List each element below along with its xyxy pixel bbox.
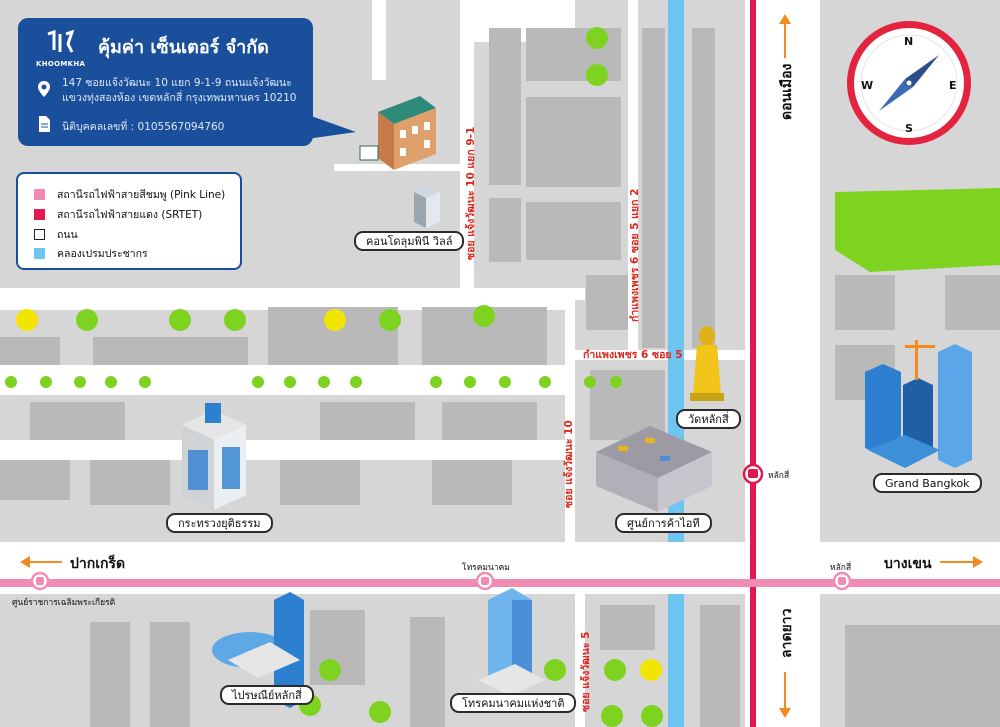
legend-label: สถานีรถไฟฟ้าสายสีชมพู (Pink Line): [57, 188, 226, 201]
pink-laksi-station-icon: [832, 571, 852, 591]
address-line-1: 147 ซอยแจ้งวัฒนะ 10 แยก 9-1-9 ถนนแจ้งวัฒ…: [62, 77, 292, 89]
landmark-label-temple: วัดหลักสี่: [676, 409, 741, 429]
legend-swatch-canal: [34, 247, 45, 259]
landmark-label-ministry: กระทรวงยุติธรรม: [166, 513, 273, 533]
legend-item-pink-line: สถานีรถไฟฟ้าสายสีชมพู (Pink Line): [34, 187, 225, 201]
station-label-srt-laksi: หลักสี่: [768, 471, 790, 481]
compass-e: E: [949, 79, 957, 92]
city-blocks: [0, 28, 1000, 727]
location-pin-icon: [38, 81, 50, 97]
document-icon: [39, 116, 50, 132]
legend-swatch-red: [34, 208, 45, 220]
card-pointer: [300, 112, 356, 140]
direction-arrows: [20, 14, 983, 718]
pink-govt-station-icon: [30, 571, 50, 591]
company-name: คุ้มค่า เซ็นเตอร์ จำกัด: [98, 37, 269, 58]
legend-item-canal: คลองเปรมประชากร: [34, 246, 148, 260]
srt-laksi-station-icon: [742, 463, 764, 485]
compass-n: N: [904, 35, 914, 48]
post-office-building-icon: [212, 592, 304, 708]
tot-building-icon: [478, 588, 545, 696]
direction-label-south: ลาดยาว: [779, 608, 795, 658]
it-center-building-icon: [596, 426, 712, 512]
temple-statue-icon: [690, 326, 724, 401]
landmark-label-condo: คอนโดลุมพินี วิลล์: [354, 231, 465, 251]
canal-north: [668, 0, 684, 542]
road-label-soi-10-9-1: ซอย แจ้งวัฒนะ 10 แยก 9-1: [465, 126, 477, 260]
pink-line: [0, 579, 1000, 587]
grand-bangkok-buildings-icon: [865, 340, 972, 468]
company-building-icon: [359, 96, 436, 170]
road-label-gp6-soi5: กำแพงเพชร 6 ซอย 5: [583, 349, 683, 361]
station-label-pink-laksi: หลักสี่: [830, 563, 852, 573]
landmark-label-grand-bangkok: Grand Bangkok: [873, 473, 982, 493]
company-logo-text: KHOOMKHA: [36, 60, 86, 68]
address-line-2: แขวงทุ่งสองห้อง เขตหลักสี่ กรุงเทพมหานคร…: [62, 92, 297, 104]
station-label-pink-telecom: โทรคมนาคม: [462, 563, 510, 573]
legend-item-red-line: สถานีรถไฟฟ้าสายแดง (SRTET): [34, 207, 202, 221]
compass-s: S: [905, 122, 913, 135]
legend-swatch-pink: [34, 188, 45, 200]
legend-label: สถานีรถไฟฟ้าสายแดง (SRTET): [57, 208, 203, 221]
legend-label: ถนน: [57, 228, 78, 241]
direction-label-west: ปากเกร็ด: [70, 556, 126, 572]
compass-icon: [847, 21, 971, 145]
canal-south: [668, 594, 684, 727]
landmark-label-post-office: ไปรษณีย์หลักสี่: [220, 685, 314, 705]
road-label-soi-10: ซอย แจ้งวัฒนะ 10: [563, 420, 575, 508]
direction-label-north: ดอนเมือง: [779, 63, 795, 120]
legend-item-road: ถนน: [34, 227, 78, 241]
legend-label: คลองเปรมประชากร: [57, 247, 148, 260]
company-address: 147 ซอยแจ้งวัฒนะ 10 แยก 9-1-9 ถนนแจ้งวัฒ…: [62, 76, 307, 106]
road-label-soi-5: ซอย แจ้งวัฒนะ 5: [580, 631, 592, 712]
trees: [5, 27, 663, 727]
map-legend: สถานีรถไฟฟ้าสายสีชมพู (Pink Line) สถานีร…: [16, 172, 242, 270]
company-tax-id: นิติบุคคลเลขที่ : 0105567094760: [62, 121, 225, 133]
legend-swatch-road: [34, 228, 45, 240]
station-label-pink-govt: ศูนย์ราชการเฉลิมพระเกียรติ: [12, 598, 116, 608]
condo-building-icon: [414, 186, 440, 228]
ministry-building-icon: [182, 403, 246, 510]
company-logo-icon: [47, 30, 75, 53]
company-info-card: KHOOMKHA คุ้มค่า เซ็นเตอร์ จำกัด 147 ซอย…: [18, 18, 313, 146]
srt-red-line: [750, 0, 756, 727]
park-area: [835, 188, 1000, 272]
pink-telecom-station-icon: [475, 571, 495, 591]
landmark-label-it-center: ศูนย์การค้าไอที: [615, 513, 712, 533]
road-label-gp6-soi5-2: กำแพงเพชร 6 ซอย 5 แยก 2: [629, 188, 641, 322]
compass-w: W: [861, 79, 874, 92]
direction-label-east: บางเขน: [884, 556, 932, 572]
landmark-label-tot: โทรคมนาคมแห่งชาติ: [450, 693, 577, 713]
